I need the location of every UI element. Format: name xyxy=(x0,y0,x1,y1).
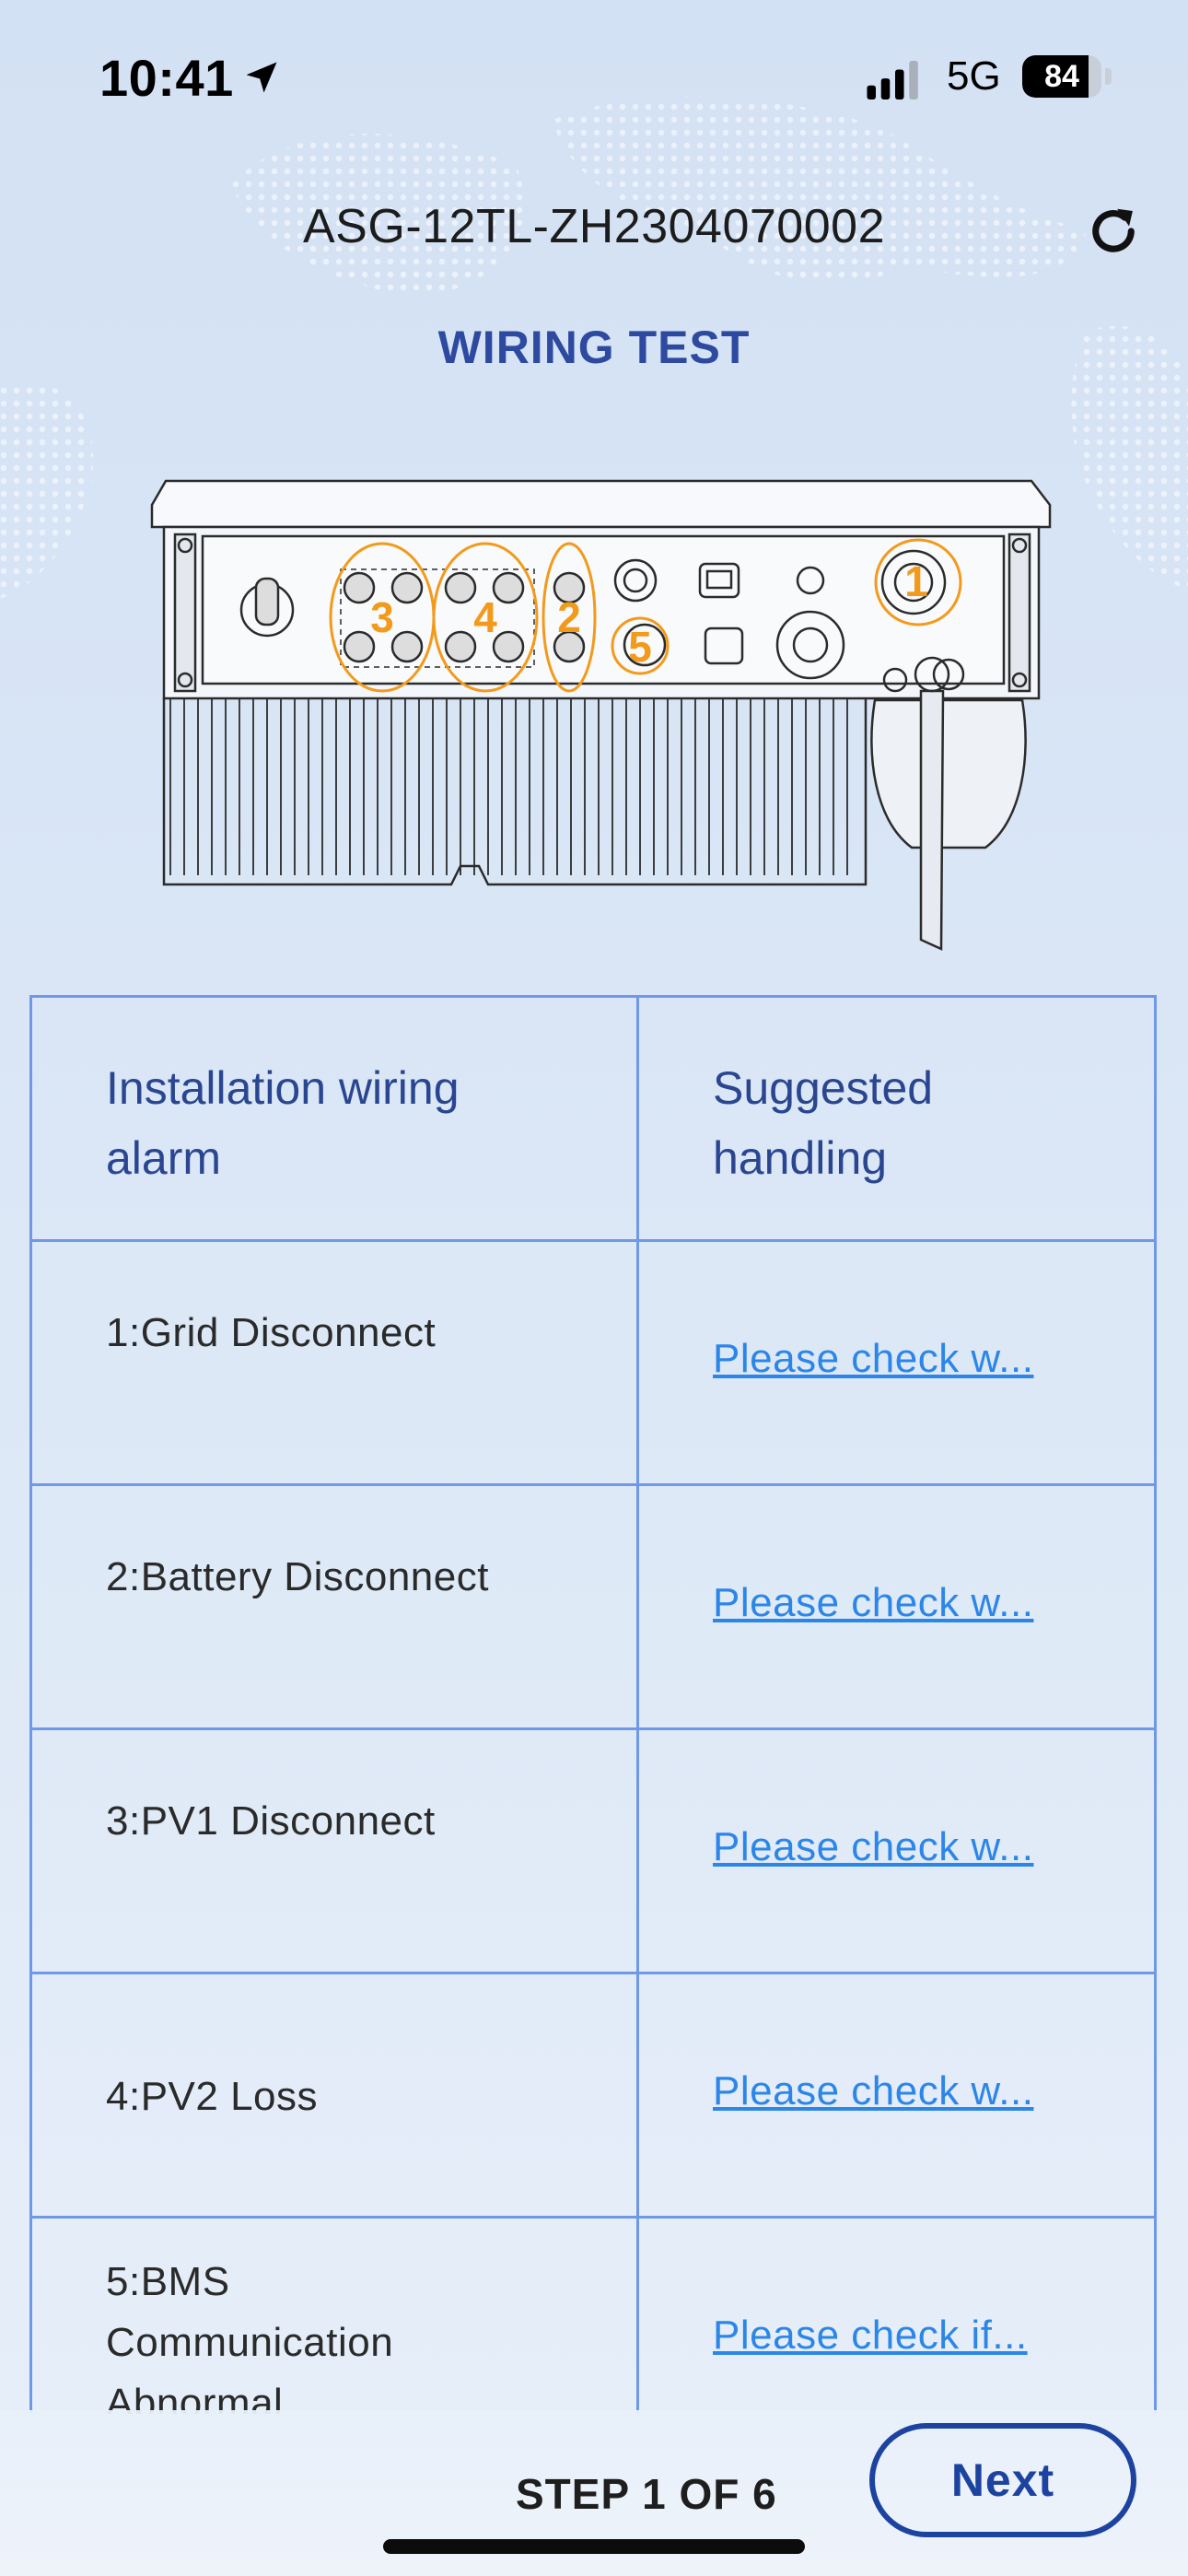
alarm-text: 4:PV2 Loss xyxy=(106,2074,319,2119)
table-header-row: Installation wiring alarm Suggested hand… xyxy=(29,995,1157,1242)
location-arrow-icon xyxy=(246,62,277,93)
alarm-text: 1:Grid Disconnect xyxy=(106,1310,437,1355)
handling-link[interactable]: Please check w... xyxy=(713,1580,1034,1625)
handling-link[interactable]: Please check w... xyxy=(713,2068,1034,2113)
device-id: ASG-12TL-ZH2304070002 xyxy=(303,200,885,253)
cellular-signal-icon xyxy=(867,61,918,100)
refresh-icon[interactable] xyxy=(1083,201,1144,262)
handling-link[interactable]: Please check w... xyxy=(713,1336,1034,1381)
table-row: 4:PV2 Loss Please check w... xyxy=(29,1972,1157,2219)
battery-icon: 84 xyxy=(1022,55,1112,100)
table-row: 1:Grid Disconnect Please check w... xyxy=(29,1239,1157,1486)
status-time: 10:41 xyxy=(99,49,234,107)
step-indicator: STEP 1 OF 6 xyxy=(516,2470,777,2518)
alarm-text: 5:BMS Communication Abnormal xyxy=(106,2259,394,2414)
inverter-wiring-diagram: 3 4 2 1 5 xyxy=(150,479,1052,951)
diagram-label-4: 4 xyxy=(473,593,497,641)
table-row: 5:BMS Communication Abnormal Please chec… xyxy=(29,2216,1157,2414)
next-button[interactable]: Next xyxy=(869,2423,1136,2537)
network-type: 5G xyxy=(947,53,1001,99)
status-bar: 10:41 5G 84 xyxy=(0,0,1188,157)
header-installation-wiring-alarm: Installation wiring alarm xyxy=(106,1062,460,1184)
page-title: WIRING TEST xyxy=(437,322,751,373)
wiring-alarm-table: Installation wiring alarm Suggested hand… xyxy=(29,995,1157,2414)
battery-level: 84 xyxy=(1044,59,1079,94)
header-suggested-handling: Suggested handling xyxy=(713,1062,934,1184)
diagram-label-5: 5 xyxy=(628,623,652,671)
diagram-label-1: 1 xyxy=(904,557,928,605)
table-row: 2:Battery Disconnect Please check w... xyxy=(29,1483,1157,1730)
alarm-text: 3:PV1 Disconnect xyxy=(106,1798,436,1844)
diagram-label-3: 3 xyxy=(370,593,394,641)
home-indicator xyxy=(383,2539,805,2554)
table-row: 3:PV1 Disconnect Please check w... xyxy=(29,1727,1157,1974)
footer-bar: STEP 1 OF 6 Next xyxy=(0,2410,1188,2576)
handling-link[interactable]: Please check w... xyxy=(713,1824,1034,1869)
handling-link[interactable]: Please check if... xyxy=(713,2313,1028,2358)
diagram-label-2: 2 xyxy=(557,593,581,641)
alarm-text: 2:Battery Disconnect xyxy=(106,1554,489,1599)
world-map-background xyxy=(0,96,1188,599)
